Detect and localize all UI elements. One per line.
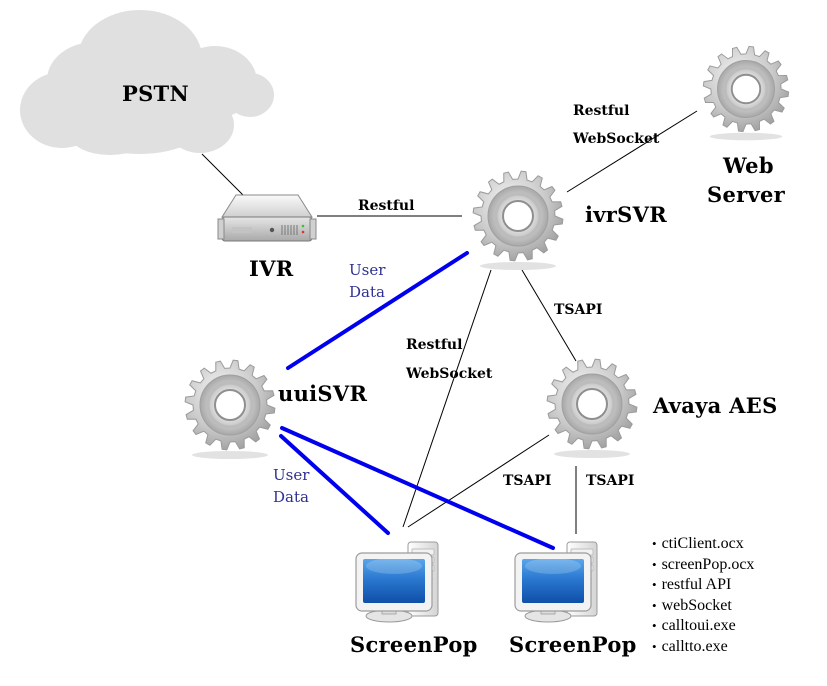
edge-label-ivrsvr-screenpop-line1: Restful bbox=[406, 337, 463, 353]
edge-label-aes-screenpop1: TSAPI bbox=[503, 473, 552, 489]
edge-uuisvr-ivrsvr bbox=[286, 251, 469, 370]
edge-label-ivrsvr-webserver-line2: WebSocket bbox=[573, 131, 660, 147]
edge-label-ivr-ivrsvr: Restful bbox=[358, 198, 415, 214]
ivr-label: IVR bbox=[249, 256, 294, 281]
user-data-label-bottom-line1: User bbox=[273, 466, 310, 484]
user-data-label-top-line1: User bbox=[349, 261, 386, 279]
webserver-label-line2: Server bbox=[707, 182, 786, 207]
screenpop1-computer-icon bbox=[355, 541, 439, 623]
edge-ivrsvr-aes bbox=[521, 269, 577, 362]
connections bbox=[201, 110, 698, 534]
edge-label-ivrsvr-screenpop-line2: WebSocket bbox=[406, 366, 493, 382]
edge-label-ivrsvr-aes: TSAPI bbox=[554, 302, 603, 318]
edge-ivrsvr-screenpop1 bbox=[402, 269, 492, 528]
avaya-aes-label: Avaya AES bbox=[653, 393, 778, 418]
edge-label-ivrsvr-webserver-line1: Restful bbox=[573, 103, 630, 119]
screenpop-components-list: ctiClient.ocx screenPop.ocx restful API … bbox=[652, 534, 755, 658]
pstn-cloud-icon bbox=[20, 10, 274, 155]
user-data-connections bbox=[279, 251, 555, 550]
component-item: calltto.exe bbox=[652, 637, 754, 658]
webserver-label-line1: Web bbox=[723, 153, 774, 178]
component-item: restful API bbox=[652, 575, 754, 596]
edge-ivrsvr-webserver bbox=[566, 110, 698, 193]
ivrsvr-label: ivrSVR bbox=[585, 202, 667, 227]
edge-uuisvr-screenpop1 bbox=[279, 434, 390, 535]
user-data-label-bottom-line2: Data bbox=[273, 488, 309, 506]
screenpop2-label: ScreenPop bbox=[509, 632, 637, 657]
ivr-server-icon bbox=[217, 194, 317, 242]
edge-uuisvr-screenpop2 bbox=[280, 426, 555, 550]
component-item: webSocket bbox=[652, 596, 754, 617]
pstn-label: PSTN bbox=[122, 81, 189, 106]
screenpop2-computer-icon bbox=[514, 541, 598, 623]
uuisvr-gear-icon bbox=[183, 358, 277, 461]
edge-pstn-ivr bbox=[201, 153, 245, 197]
edge-label-aes-screenpop2: TSAPI bbox=[586, 473, 635, 489]
edge-aes-screenpop1 bbox=[407, 434, 550, 528]
component-item: ctiClient.ocx bbox=[652, 534, 754, 555]
avaya-aes-gear-icon bbox=[545, 357, 639, 460]
uuisvr-label: uuiSVR bbox=[278, 381, 368, 406]
screenpop1-label: ScreenPop bbox=[350, 632, 478, 657]
component-item: screenPop.ocx bbox=[652, 555, 755, 576]
component-item: calltoui.exe bbox=[652, 616, 754, 637]
webserver-gear-icon bbox=[701, 44, 791, 142]
ivrsvr-gear-icon bbox=[471, 169, 565, 272]
user-data-label-top-line2: Data bbox=[349, 283, 385, 301]
